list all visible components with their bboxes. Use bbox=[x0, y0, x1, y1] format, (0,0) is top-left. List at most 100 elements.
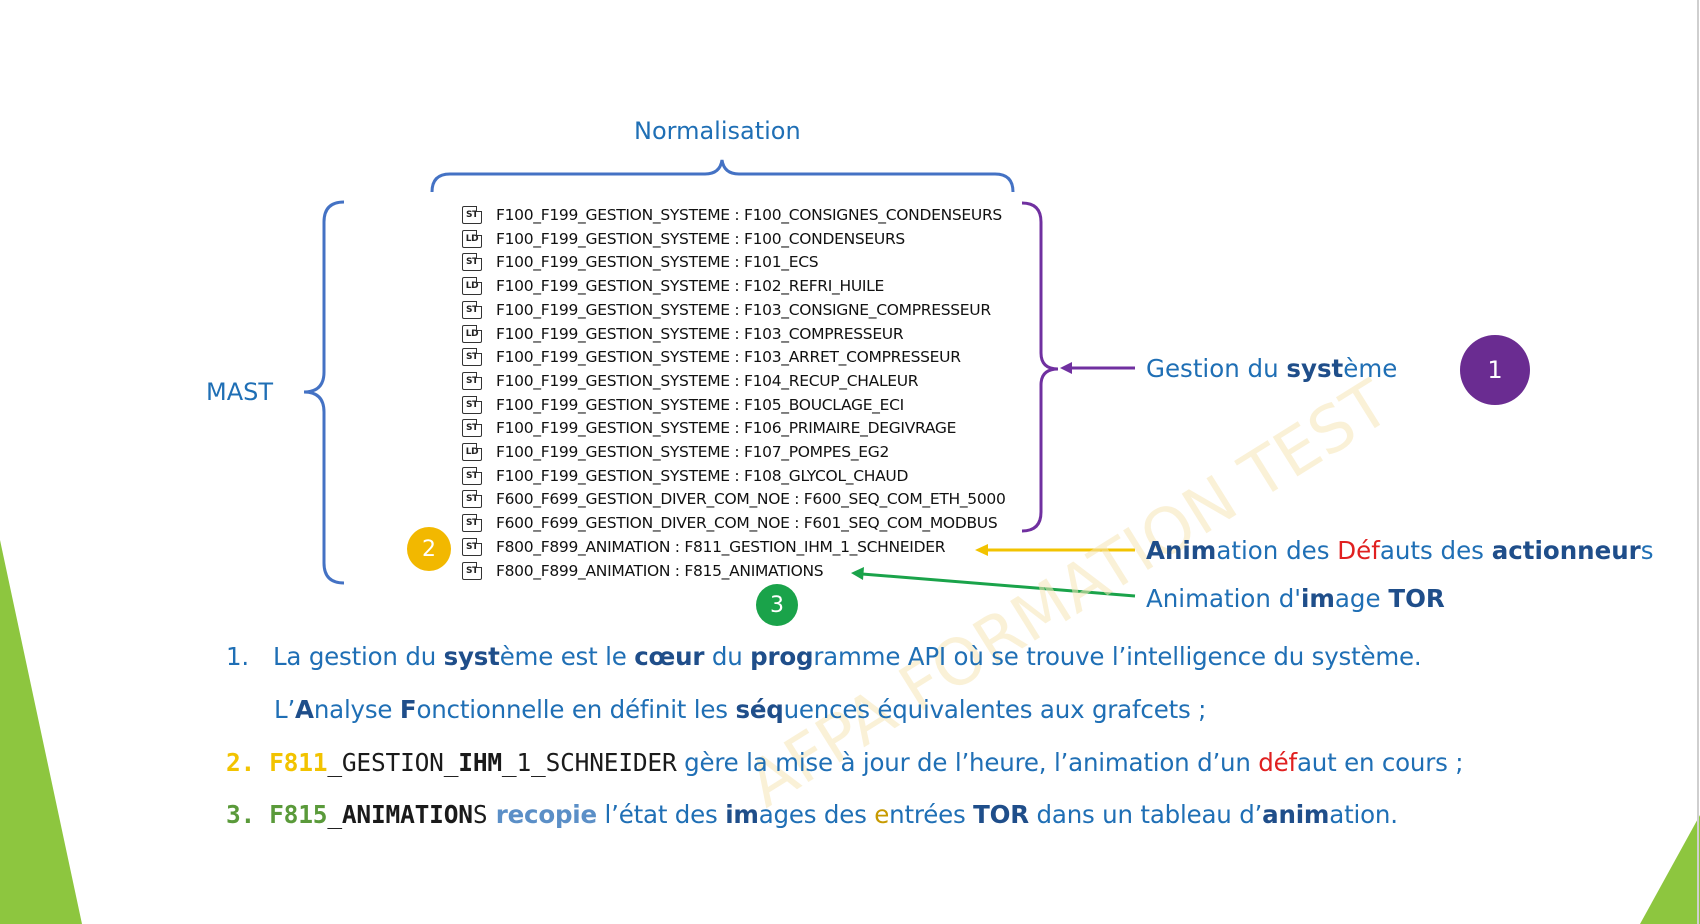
tree-item-label: F100_F199_GESTION_SYSTEME : F101_ECS bbox=[496, 253, 819, 272]
note-bold: im bbox=[725, 800, 759, 829]
note-code: _1_SCHNEIDER bbox=[501, 748, 677, 777]
callout-text: auts des bbox=[1379, 536, 1492, 565]
callout-text: ation des bbox=[1216, 536, 1338, 565]
note-number: 3. bbox=[226, 800, 256, 829]
note-text: aut en cours ; bbox=[1296, 748, 1464, 777]
badge-1: 1 bbox=[1460, 335, 1530, 405]
callout-bold: actionneur bbox=[1491, 536, 1641, 565]
tree-item-label: F100_F199_GESTION_SYSTEME : F108_GLYCOL_… bbox=[496, 466, 909, 485]
tree-item-label: F600_F699_GESTION_DIVER_COM_NOE : F601_S… bbox=[496, 514, 998, 533]
st-file-icon: ST bbox=[462, 206, 482, 224]
note-bold: anim bbox=[1262, 800, 1330, 829]
tree-item[interactable]: ST F100_F199_GESTION_SYSTEME : F103_ARRET… bbox=[462, 346, 961, 368]
st-file-icon: ST bbox=[462, 514, 482, 533]
note-code: ANIMATION bbox=[341, 800, 473, 829]
ld-file-icon: LD bbox=[462, 324, 482, 343]
tree-item-label: F100_F199_GESTION_SYSTEME : F107_POMPES_… bbox=[496, 443, 890, 461]
note-bold: séq bbox=[735, 695, 784, 724]
note-1-line-1: 1.La gestion du système est le cœur du p… bbox=[226, 642, 1422, 671]
tree-item-label: F100_F199_GESTION_SYSTEME : F106_PRIMAIR… bbox=[496, 419, 957, 438]
callout-gestion-systeme: Gestion du système bbox=[1146, 354, 1397, 383]
note-bold: TOR bbox=[973, 800, 1029, 829]
tree-item[interactable]: ST F100_F199_GESTION_SYSTEME : F106_PRIMA… bbox=[462, 417, 956, 439]
tree-item-label: F800_F899_ANIMATION : F811_GESTION_IHM_1… bbox=[496, 537, 946, 556]
callout-text: ème bbox=[1343, 354, 1398, 383]
st-file-icon: ST bbox=[462, 348, 482, 367]
mast-brace bbox=[303, 200, 345, 585]
note-text: ramme API où se trouve l’intelligence du… bbox=[813, 642, 1422, 671]
tree-item[interactable]: ST F100_F199_GESTION_SYSTEME : F103_CONSI… bbox=[462, 299, 991, 321]
note-text: ag bbox=[758, 800, 789, 829]
normalisation-brace bbox=[430, 159, 1015, 193]
badge-2: 2 bbox=[407, 527, 451, 571]
note-gold: e bbox=[874, 800, 890, 829]
st-file-icon: ST bbox=[462, 466, 482, 485]
note-number: 1. bbox=[226, 642, 249, 671]
st-file-icon: ST bbox=[462, 300, 482, 319]
callout-animation-image: Animation d'image TOR bbox=[1146, 584, 1445, 613]
ld-file-icon: LD bbox=[462, 443, 482, 461]
tree-item[interactable]: ST F100_F199_GESTION_SYSTEME : F104_RECUP… bbox=[462, 370, 919, 392]
note-bold: cœur bbox=[634, 642, 705, 671]
note-code: S bbox=[472, 800, 488, 829]
note-text: nalyse bbox=[313, 695, 400, 724]
st-file-icon: ST bbox=[462, 490, 482, 509]
tree-item-label: F600_F699_GESTION_DIVER_COM_NOE : F600_S… bbox=[496, 490, 1006, 509]
tree-item-label: F100_F199_GESTION_SYSTEME : F102_REFRI_H… bbox=[496, 277, 884, 296]
tree-item[interactable]: ST F600_F699_GESTION_DIVER_COM_NOE : F600… bbox=[462, 488, 1006, 510]
note-text: uences équivalentes aux grafcets ; bbox=[783, 695, 1207, 724]
callout-bold: syst bbox=[1286, 354, 1344, 383]
note-text: L’ bbox=[274, 695, 296, 724]
st-file-icon: ST bbox=[462, 419, 482, 438]
tree-item[interactable]: ST F100_F199_GESTION_SYSTEME : F108_GLYCO… bbox=[462, 465, 908, 487]
st-file-icon: ST bbox=[462, 371, 482, 390]
note-code: F815 bbox=[269, 800, 328, 829]
tree-item[interactable]: LD F100_F199_GESTION_SYSTEME : F102_REFRI… bbox=[462, 275, 884, 297]
note-text: du bbox=[704, 642, 751, 671]
note-bold: syst bbox=[443, 642, 500, 671]
note-text: gère la mise à jour de l’heure, l’animat… bbox=[676, 748, 1259, 777]
callout-text: age bbox=[1334, 584, 1389, 613]
tree-item-label: F100_F199_GESTION_SYSTEME : F100_CONSIGN… bbox=[496, 206, 1002, 224]
note-text: ntrées bbox=[889, 800, 974, 829]
tree-item-label: F100_F199_GESTION_SYSTEME : F103_ARRET_C… bbox=[496, 348, 961, 367]
note-text: es des bbox=[788, 800, 875, 829]
note-bold: F bbox=[399, 695, 417, 724]
mast-label: MAST bbox=[206, 378, 274, 406]
note-text: onctionnelle en définit les bbox=[416, 695, 736, 724]
note-code: _GESTION_ bbox=[327, 748, 459, 777]
tree-item[interactable]: ST F600_F699_GESTION_DIVER_COM_NOE : F601… bbox=[462, 512, 998, 534]
callout-text: Gestion du bbox=[1146, 354, 1287, 383]
tree-item[interactable]: ST F100_F199_GESTION_SYSTEME : F101_ECS bbox=[462, 251, 819, 273]
note-bold: recopie bbox=[487, 800, 597, 829]
st-file-icon: ST bbox=[462, 253, 482, 272]
tree-item-label: F800_F899_ANIMATION : F815_ANIMATIONS bbox=[496, 561, 824, 580]
note-red: déf bbox=[1258, 748, 1297, 777]
callout-text: s bbox=[1640, 536, 1654, 565]
ld-file-icon: LD bbox=[462, 277, 482, 296]
note-3: 3.F815_ANIMATIONS recopie l’état des ima… bbox=[226, 800, 1398, 829]
note-code: _ bbox=[327, 800, 342, 829]
tree-item[interactable]: ST F100_F199_GESTION_SYSTEME : F100_CONSI… bbox=[462, 204, 1002, 226]
tree-item-label: F100_F199_GESTION_SYSTEME : F104_RECUP_C… bbox=[496, 371, 919, 390]
ld-file-icon: LD bbox=[462, 229, 482, 248]
callout-text: Animation d' bbox=[1146, 584, 1301, 613]
tree-item-label: F100_F199_GESTION_SYSTEME : F103_CONSIGN… bbox=[496, 300, 991, 319]
note-text: ème est le bbox=[499, 642, 635, 671]
tree-item[interactable]: LD F100_F199_GESTION_SYSTEME : F107_POMPE… bbox=[462, 441, 889, 463]
tree-item[interactable]: ST F800_F899_ANIMATION : F815_ANIMATIONS bbox=[462, 560, 824, 582]
note-text: dans un tableau d’ bbox=[1028, 800, 1263, 829]
note-2: 2.F811_GESTION_IHM_1_SCHNEIDER gère la m… bbox=[226, 748, 1464, 777]
st-file-icon: ST bbox=[462, 561, 482, 580]
callout-bold: TOR bbox=[1388, 584, 1445, 613]
note-text: ation. bbox=[1329, 800, 1398, 829]
tree-item-label: F100_F199_GESTION_SYSTEME : F105_BOUCLAG… bbox=[496, 395, 904, 414]
note-code: IHM bbox=[458, 748, 502, 777]
note-1-line-2: L’Analyse Fonctionnelle en définit les s… bbox=[274, 695, 1206, 724]
note-code: F811 bbox=[269, 748, 328, 777]
badge-3: 3 bbox=[756, 584, 798, 626]
